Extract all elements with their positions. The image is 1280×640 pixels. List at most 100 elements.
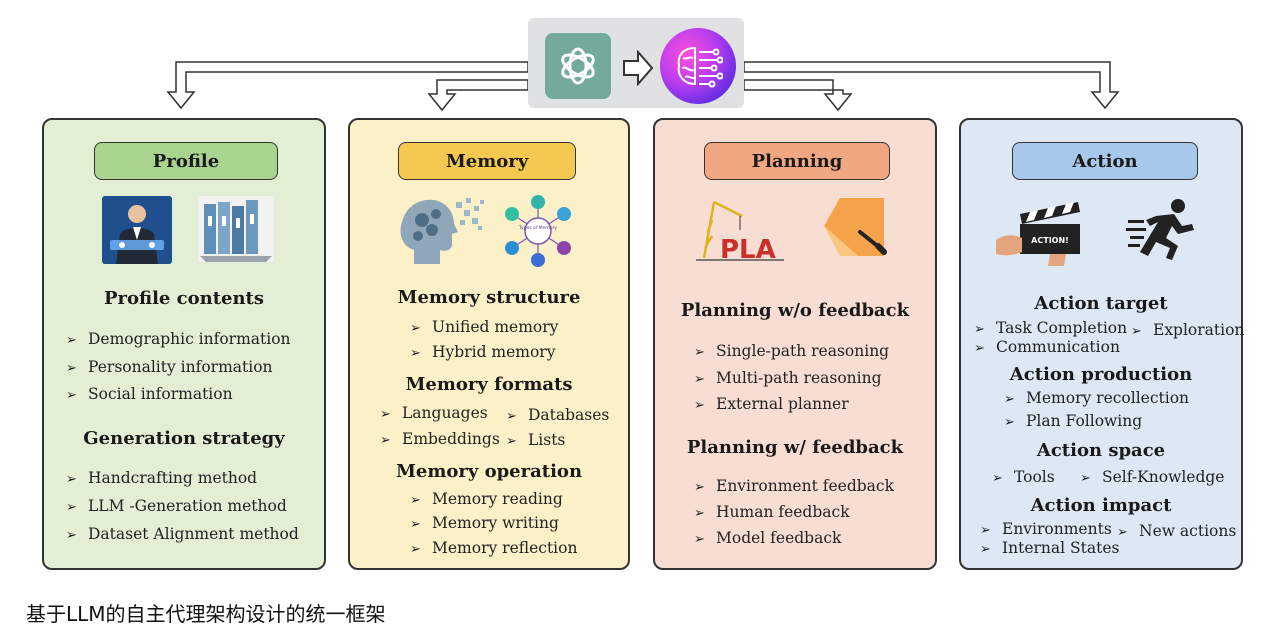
running-man-icon	[1126, 196, 1198, 262]
planning-section-with-feedback: Planning w/ feedback	[686, 437, 904, 458]
head-gears-icon	[394, 194, 488, 266]
profile-section-contents: Profile contents	[103, 288, 265, 309]
planning-title: Planning	[704, 142, 890, 180]
bullet-arrow-icon: ➢	[410, 493, 421, 508]
list-item: ➢Tools	[992, 468, 1055, 486]
action-section-space: Action space	[1036, 440, 1166, 461]
bullet-arrow-icon: ➢	[410, 542, 421, 557]
bullet-arrow-icon: ➢	[66, 388, 77, 403]
svg-text:PLA: PLA	[720, 235, 776, 262]
memory-section-operation: Memory operation	[395, 461, 583, 482]
bullet-arrow-icon: ➢	[66, 472, 77, 487]
bullet-arrow-icon: ➢	[66, 361, 77, 376]
planning-section-without-feedback: Planning w/o feedback	[680, 300, 910, 321]
list-item: ➢Dataset Alignment method	[66, 525, 299, 543]
bullet-arrow-icon: ➢	[694, 372, 705, 387]
memory-section-formats: Memory formats	[405, 374, 573, 395]
businessman-icon	[102, 196, 172, 264]
bullet-arrow-icon: ➢	[66, 528, 77, 543]
list-item: ➢Handcrafting method	[66, 469, 258, 487]
bullet-arrow-icon: ➢	[380, 433, 391, 448]
ai-brain-icon	[660, 28, 736, 104]
list-item: ➢Languages	[380, 404, 488, 422]
bullet-arrow-icon: ➢	[1080, 471, 1091, 486]
bullet-arrow-icon: ➢	[410, 517, 421, 532]
memory-title: Memory	[398, 142, 576, 180]
list-item: ➢Memory recollection	[1004, 389, 1190, 407]
svg-text:ACTION!: ACTION!	[1031, 236, 1069, 245]
list-item: ➢Social information	[66, 385, 233, 403]
list-item: ➢Personality information	[66, 358, 273, 376]
profile-section-generation: Generation strategy	[83, 428, 285, 449]
list-item: ➢Plan Following	[1004, 412, 1143, 430]
action-section-impact: Action impact	[1030, 495, 1172, 516]
bullet-arrow-icon: ➢	[980, 542, 991, 557]
list-item: ➢Memory writing	[410, 514, 559, 532]
bullet-arrow-icon: ➢	[974, 341, 985, 356]
list-item: ➢Lists	[506, 431, 566, 449]
profile-panel	[42, 118, 326, 570]
list-item: ➢LLM -Generation method	[66, 497, 287, 515]
list-item: ➢Model feedback	[694, 529, 842, 547]
bullet-arrow-icon: ➢	[410, 321, 421, 336]
bullet-arrow-icon: ➢	[410, 346, 421, 361]
action-section-production: Action production	[1009, 364, 1193, 385]
binders-icon	[198, 196, 274, 262]
action-title: Action	[1012, 142, 1198, 180]
list-item: ➢Single-path reasoning	[694, 342, 890, 360]
bullet-arrow-icon: ➢	[1004, 392, 1015, 407]
bullet-arrow-icon: ➢	[1131, 324, 1142, 339]
list-item: ➢Memory reflection	[410, 539, 578, 557]
arrow-to-planning	[743, 79, 853, 112]
bullet-arrow-icon: ➢	[1004, 415, 1015, 430]
arrow-right-icon	[623, 50, 654, 86]
list-item: ➢Exploration	[1131, 321, 1245, 339]
list-item: ➢Demographic information	[66, 330, 291, 348]
planning-panel	[653, 118, 937, 570]
bullet-arrow-icon: ➢	[66, 500, 77, 515]
list-item: ➢Environment feedback	[694, 477, 894, 495]
arrow-to-profile	[166, 61, 529, 110]
memory-section-structure: Memory structure	[397, 287, 581, 308]
action-panel	[959, 118, 1243, 570]
list-item: ➢Communication	[974, 338, 1120, 356]
list-item: ➢Task Completion	[974, 319, 1128, 337]
bullet-arrow-icon: ➢	[506, 434, 517, 449]
list-item: ➢Databases	[506, 406, 610, 424]
bullet-arrow-icon: ➢	[694, 345, 705, 360]
clapperboard-icon: ACTION!	[996, 196, 1086, 266]
list-item: ➢Internal States	[980, 539, 1120, 557]
bullet-arrow-icon: ➢	[506, 409, 517, 424]
list-item: ➢Embeddings	[380, 430, 500, 448]
bullet-arrow-icon: ➢	[694, 398, 705, 413]
paper-pen-icon	[818, 196, 888, 262]
list-item: ➢Memory reading	[410, 490, 563, 508]
bullet-arrow-icon: ➢	[380, 407, 391, 422]
profile-title: Profile	[94, 142, 278, 180]
bullet-arrow-icon: ➢	[992, 471, 1003, 486]
memory-types-icon: Types of Memory	[500, 194, 576, 268]
crane-plan-icon: PLA	[692, 196, 788, 265]
figure-caption: 基于LLM的自主代理架构设计的统一框架	[26, 602, 386, 626]
bullet-arrow-icon: ➢	[694, 506, 705, 521]
list-item: ➢Unified memory	[410, 318, 559, 336]
svg-text:Types of Memory: Types of Memory	[518, 225, 558, 231]
chatgpt-logo-icon	[545, 33, 611, 99]
list-item: ➢Hybrid memory	[410, 343, 556, 361]
list-item: ➢Self-Knowledge	[1080, 468, 1225, 486]
arrow-to-action	[743, 61, 1120, 110]
arrow-to-memory	[427, 79, 529, 112]
list-item: ➢Multi-path reasoning	[694, 369, 882, 387]
bullet-arrow-icon: ➢	[694, 532, 705, 547]
action-section-target: Action target	[1034, 293, 1168, 314]
bullet-arrow-icon: ➢	[980, 523, 991, 538]
list-item: ➢External planner	[694, 395, 849, 413]
list-item: ➢Environments	[980, 520, 1112, 538]
memory-panel	[348, 118, 630, 570]
bullet-arrow-icon: ➢	[1117, 525, 1128, 540]
bullet-arrow-icon: ➢	[66, 333, 77, 348]
bullet-arrow-icon: ➢	[974, 322, 985, 337]
list-item: ➢Human feedback	[694, 503, 850, 521]
bullet-arrow-icon: ➢	[694, 480, 705, 495]
